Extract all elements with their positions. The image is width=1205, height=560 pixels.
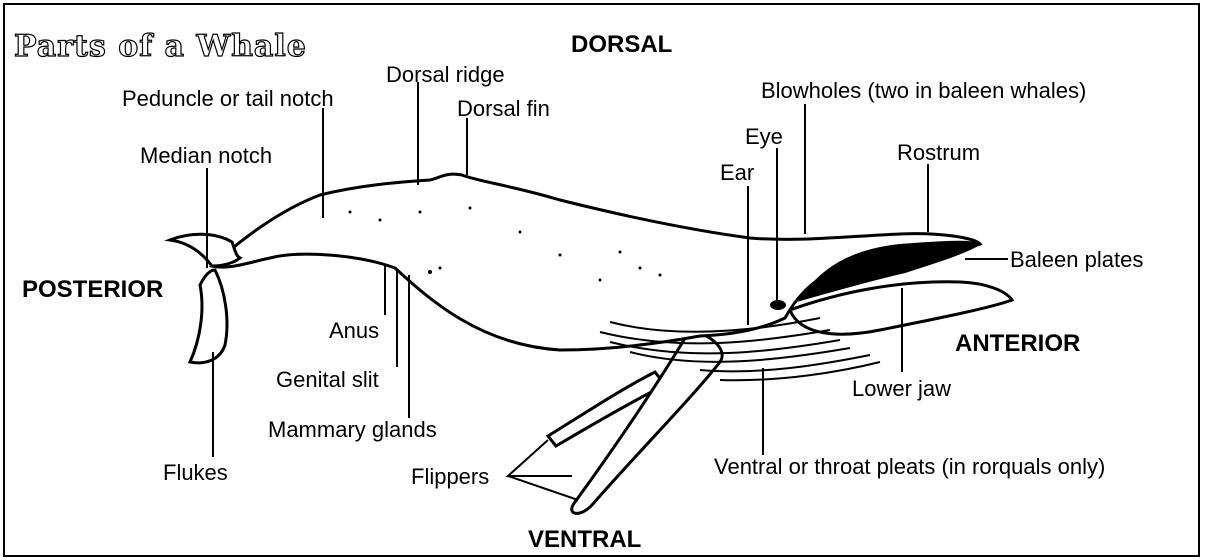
label-ear: Ear (720, 160, 754, 186)
lower-fluke-shape (190, 270, 227, 363)
direction-posterior: POSTERIOR (22, 276, 163, 304)
label-eye: Eye (745, 124, 783, 150)
label-lower-jaw: Lower jaw (852, 376, 951, 402)
label-throat-pleats: Ventral or throat pleats (in rorquals on… (714, 454, 1105, 480)
diagram-title: Parts of a Whale (14, 30, 307, 64)
label-flippers: Flippers (411, 464, 489, 490)
label-blowholes: Blowholes (two in baleen whales) (761, 78, 1086, 104)
label-flukes: Flukes (163, 460, 228, 486)
label-dorsal-ridge: Dorsal ridge (386, 62, 505, 88)
direction-ventral: VENTRAL (528, 526, 641, 554)
label-dorsal-fin: Dorsal fin (457, 96, 550, 122)
label-median-notch: Median notch (140, 143, 272, 169)
label-peduncle: Peduncle or tail notch (122, 86, 334, 112)
tail-flukes-shape (170, 234, 240, 266)
direction-anterior: ANTERIOR (955, 330, 1080, 358)
label-mammary-glands: Mammary glands (268, 417, 437, 443)
label-rostrum: Rostrum (897, 140, 980, 166)
label-anus: Anus (329, 318, 379, 344)
label-genital-slit: Genital slit (276, 367, 379, 393)
direction-dorsal: DORSAL (571, 31, 672, 59)
eye-mark (770, 300, 786, 310)
label-baleen-plates: Baleen plates (1010, 247, 1143, 273)
